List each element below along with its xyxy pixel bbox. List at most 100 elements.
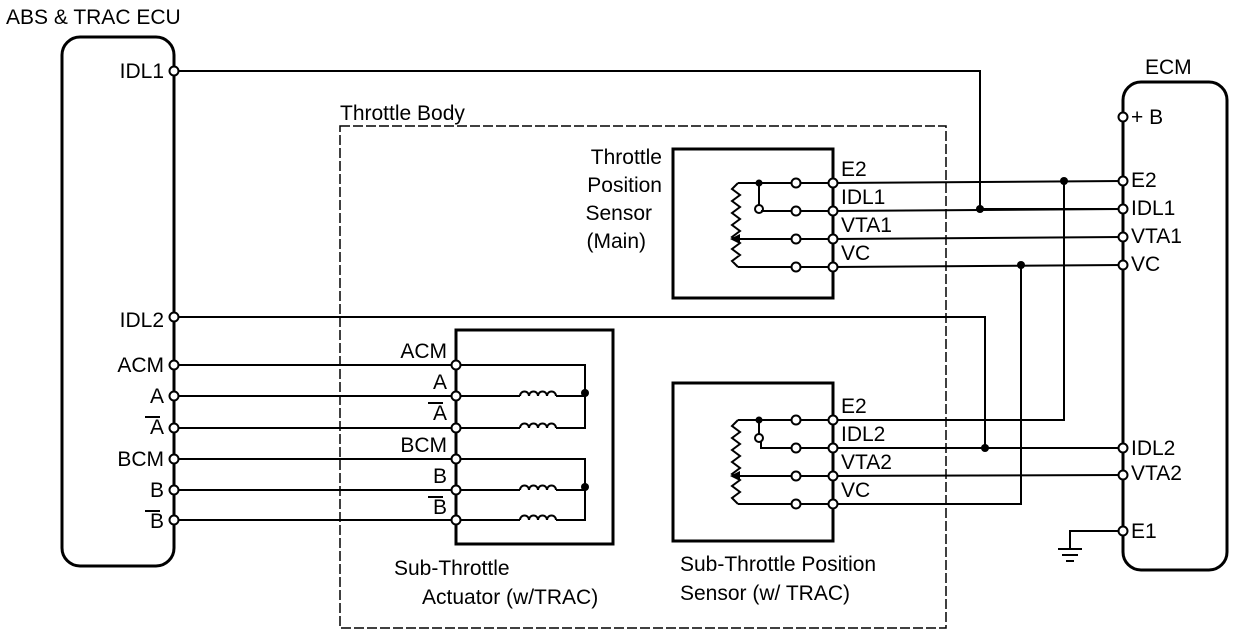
abs-terminal-acm: [168, 359, 180, 371]
actuator-terminal-a: [450, 390, 462, 402]
tps-main-pin-e2: E2: [841, 158, 867, 181]
abs-pin-label-a-bar: A: [150, 416, 164, 439]
throttle-body: Throttle Body: [339, 102, 947, 629]
ecm-pin-vta1: VTA1: [1131, 225, 1182, 248]
sub-tps-terminal-idl2: [827, 442, 839, 454]
actuator-pin-a-bar: A: [433, 402, 447, 425]
ecm-terminal-vta1: [1117, 231, 1129, 243]
abs-ecu-body: [60, 35, 176, 568]
actuator-pin-acm: ACM: [400, 340, 447, 363]
tps-main-title-line3: Sensor: [585, 202, 652, 225]
actuator-box: [454, 328, 615, 546]
sub-tps-pin-e2: E2: [841, 395, 867, 418]
tps-main-box: [671, 147, 835, 300]
wire-vc-sub: [833, 265, 1022, 505]
tps-main-pin-vta1: VTA1: [841, 214, 892, 237]
sub-throttle-actuator: ACM A A BCM B B Sub-Throttle Actuator (w…: [394, 328, 615, 609]
actuator-terminal-b: [450, 484, 462, 496]
abs-pin-label-bcm: BCM: [117, 448, 164, 471]
ecm-terminal-e2: [1117, 175, 1129, 187]
sub-tps-terminal-vta2: [827, 470, 839, 482]
tps-main-pin-vc: VC: [841, 242, 870, 265]
tps-main-title-line2: Position: [587, 174, 662, 197]
sub-tps-resistor: [730, 419, 742, 505]
ecm-terminal-idl1: [1117, 203, 1129, 215]
tps-main-terminal-vc: [827, 261, 839, 273]
actuator-pin-b: B: [433, 465, 447, 488]
throttle-body-outline: [339, 125, 947, 629]
ecm-pin-vta2: VTA2: [1131, 462, 1182, 485]
abs-terminal-a-bar: [168, 422, 180, 434]
tps-main-pin-idl1: IDL1: [841, 186, 885, 209]
sub-throttle-position-sensor: E2 IDL2 VTA2 VC Sub-Throttle Position Se…: [671, 381, 892, 605]
abs-terminal-idl2: [168, 311, 180, 323]
wiring: [174, 70, 1124, 562]
ecm-pin-plus-b: + B: [1131, 106, 1163, 129]
ecm-pin-vc: VC: [1131, 253, 1160, 276]
actuator-pin-b-bar: B: [433, 496, 447, 519]
ecm-pin-e1: E1: [1131, 520, 1157, 543]
abs-pin-label-b-bar: B: [150, 510, 164, 533]
ecm-pin-idl1: IDL1: [1131, 197, 1175, 220]
tps-main-title-line4: (Main): [586, 230, 646, 253]
ecm-terminal-vc: [1117, 259, 1129, 271]
sub-tps-box: [671, 381, 835, 543]
abs-terminal-b: [168, 484, 180, 496]
actuator-caption-line1: Sub-Throttle: [394, 557, 510, 580]
ecm-terminal-e1: [1117, 525, 1129, 537]
abs-ecu-title: ABS & TRAC ECU: [6, 6, 181, 29]
abs-terminal-idl1: [168, 65, 180, 77]
sub-tps-terminal-e2: [827, 414, 839, 426]
actuator-pin-a: A: [433, 371, 447, 394]
actuator-terminal-b-bar: [450, 514, 462, 526]
actuator-terminal-bcm: [450, 453, 462, 465]
ecm: ECM + B E2 IDL1 VTA1 VC IDL2 VTA2 E1: [1121, 56, 1229, 572]
wire-e2-sub: [833, 181, 1065, 421]
wire-idl2-abs-to-ecm: [174, 316, 1123, 449]
actuator-caption-line2: Actuator (w/TRAC): [422, 586, 598, 609]
coil-a-bar-symbol: [519, 422, 557, 429]
ecm-terminal-plus-b: [1117, 111, 1129, 123]
sub-tps-caption-line2: Sensor (w/ TRAC): [680, 582, 850, 605]
wire-e2-main: [832, 180, 1124, 184]
sub-tps-terminal-vc: [827, 498, 839, 510]
abs-pin-label-b: B: [150, 479, 164, 502]
tps-main-terminal-e2: [827, 177, 839, 189]
abs-pin-label-idl1: IDL1: [120, 60, 164, 83]
abs-pin-label-a: A: [150, 385, 164, 408]
throttle-body-title: Throttle Body: [340, 102, 465, 125]
coil-b-symbol: [519, 484, 557, 491]
tps-main-resistor: [730, 182, 742, 268]
ecm-body: [1121, 80, 1229, 572]
tps-main-terminal-idl1: [827, 205, 839, 217]
actuator-terminal-acm: [450, 359, 462, 371]
ground-icon: [1058, 548, 1082, 562]
actuator-terminal-a-bar: [450, 422, 462, 434]
ecm-pin-e2: E2: [1131, 169, 1157, 192]
sub-tps-pin-vc: VC: [841, 479, 870, 502]
sub-tps-pin-idl2: IDL2: [841, 423, 885, 446]
ecm-terminal-idl2: [1117, 442, 1129, 454]
wire-vc-main: [832, 264, 1124, 268]
abs-terminal-bcm: [168, 453, 180, 465]
ecm-terminal-vta2: [1117, 469, 1129, 481]
abs-terminal-b-bar: [168, 514, 180, 526]
wire-vta2: [832, 474, 1124, 477]
actuator-pin-bcm: BCM: [400, 434, 447, 457]
tps-main: Throttle Position Sensor (Main) E2 IDL1 …: [585, 146, 892, 300]
wire-e1-ground: [1069, 530, 1123, 549]
sub-tps-pin-vta2: VTA2: [841, 451, 892, 474]
coil-b-bar-symbol: [519, 514, 557, 521]
sub-tps-caption-line1: Sub-Throttle Position: [680, 553, 876, 576]
tps-main-title-line1: Throttle: [591, 146, 662, 169]
wire-vta1: [832, 236, 1124, 240]
ecm-pin-idl2: IDL2: [1131, 437, 1175, 460]
abs-pin-label-acm: ACM: [117, 354, 164, 377]
abs-pin-label-idl2: IDL2: [120, 309, 164, 332]
tps-main-terminal-vta1: [827, 233, 839, 245]
coil-a-symbol: [519, 390, 557, 397]
terminals: [168, 65, 1129, 537]
abs-terminal-a: [168, 390, 180, 402]
abs-trac-ecu: ABS & TRAC ECU IDL1 IDL2 ACM A A BCM B B: [6, 6, 181, 568]
